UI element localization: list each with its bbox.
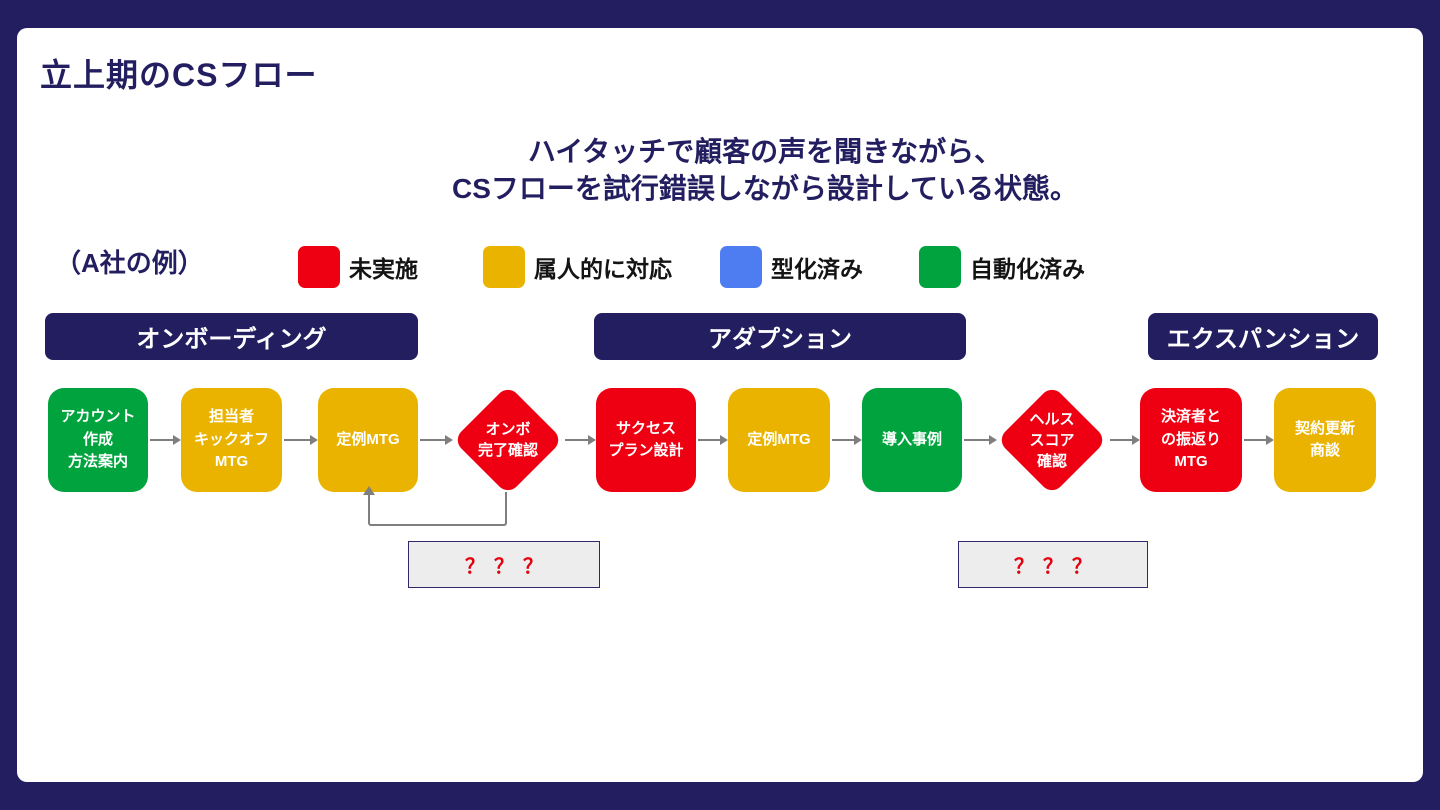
flow-arrow <box>284 435 318 445</box>
flow-node-account-setup: アカウント 作成 方法案内 <box>48 388 148 492</box>
diamond-label: オンボ 完了確認 <box>477 421 538 459</box>
flow-decision-health-score: ヘルス スコア 確認 <box>996 384 1108 496</box>
flow-arrow <box>1244 435 1274 445</box>
flow-node-regular-mtg-2: 定例MTG <box>728 388 830 492</box>
flow-node-renewal: 契約更新 商談 <box>1274 388 1376 492</box>
legend-swatch-yellow <box>483 246 525 288</box>
placeholder-box-onboarding: ？？？ <box>408 541 600 588</box>
legend-item-manual: 属人的に対応 <box>483 246 672 288</box>
subtitle-line-1: ハイタッチで顧客の声を聞きながら、 <box>527 136 1003 167</box>
feedback-loop-arrowhead <box>363 486 375 495</box>
page-title: 立上期のCSフロー <box>40 57 318 93</box>
flow-arrow <box>150 435 181 445</box>
legend-label: 型化済み <box>771 256 863 282</box>
subtitle-line-2: CSフローを試行錯誤しながら設計している状態。 <box>451 173 1079 204</box>
legend-label: 未実施 <box>349 256 418 282</box>
flow-node-case-study: 導入事例 <box>862 388 962 492</box>
flow-decision-onboarding-complete: オンボ 完了確認 <box>452 384 564 496</box>
flow-arrow <box>698 435 728 445</box>
flow-arrow <box>832 435 862 445</box>
flow-node-success-plan: サクセス プラン設計 <box>596 388 696 492</box>
legend-item-templated: 型化済み <box>720 246 863 288</box>
flow-node-regular-mtg-1: 定例MTG <box>318 388 418 492</box>
flow-arrow <box>420 435 453 445</box>
flow-arrow <box>565 435 596 445</box>
legend-swatch-blue <box>720 246 762 288</box>
placeholder-box-adoption: ？？？ <box>958 541 1148 588</box>
legend-item-automated: 自動化済み <box>919 246 1085 288</box>
flow-node-kickoff-mtg: 担当者 キックオフ MTG <box>181 388 282 492</box>
flow-arrow <box>1110 435 1140 445</box>
phase-header-adoption: アダプション <box>594 313 966 360</box>
diamond-label: ヘルス スコア 確認 <box>1029 410 1075 470</box>
legend-label: 自動化済み <box>970 256 1085 282</box>
phase-header-onboarding: オンボーディング <box>45 313 418 360</box>
example-label: （A社の例） <box>55 248 204 278</box>
flow-node-review-mtg: 決済者と の振返り MTG <box>1140 388 1242 492</box>
flow-arrow <box>964 435 997 445</box>
legend-swatch-red <box>298 246 340 288</box>
feedback-loop-arrow <box>368 492 507 526</box>
legend-item-not-done: 未実施 <box>298 246 418 288</box>
subtitle: ハイタッチで顧客の声を聞きながら、 CSフローを試行錯誤しながら設計している状態… <box>90 133 1440 207</box>
legend-swatch-green <box>919 246 961 288</box>
phase-header-expansion: エクスパンション <box>1148 313 1378 360</box>
legend-label: 属人的に対応 <box>534 256 672 282</box>
